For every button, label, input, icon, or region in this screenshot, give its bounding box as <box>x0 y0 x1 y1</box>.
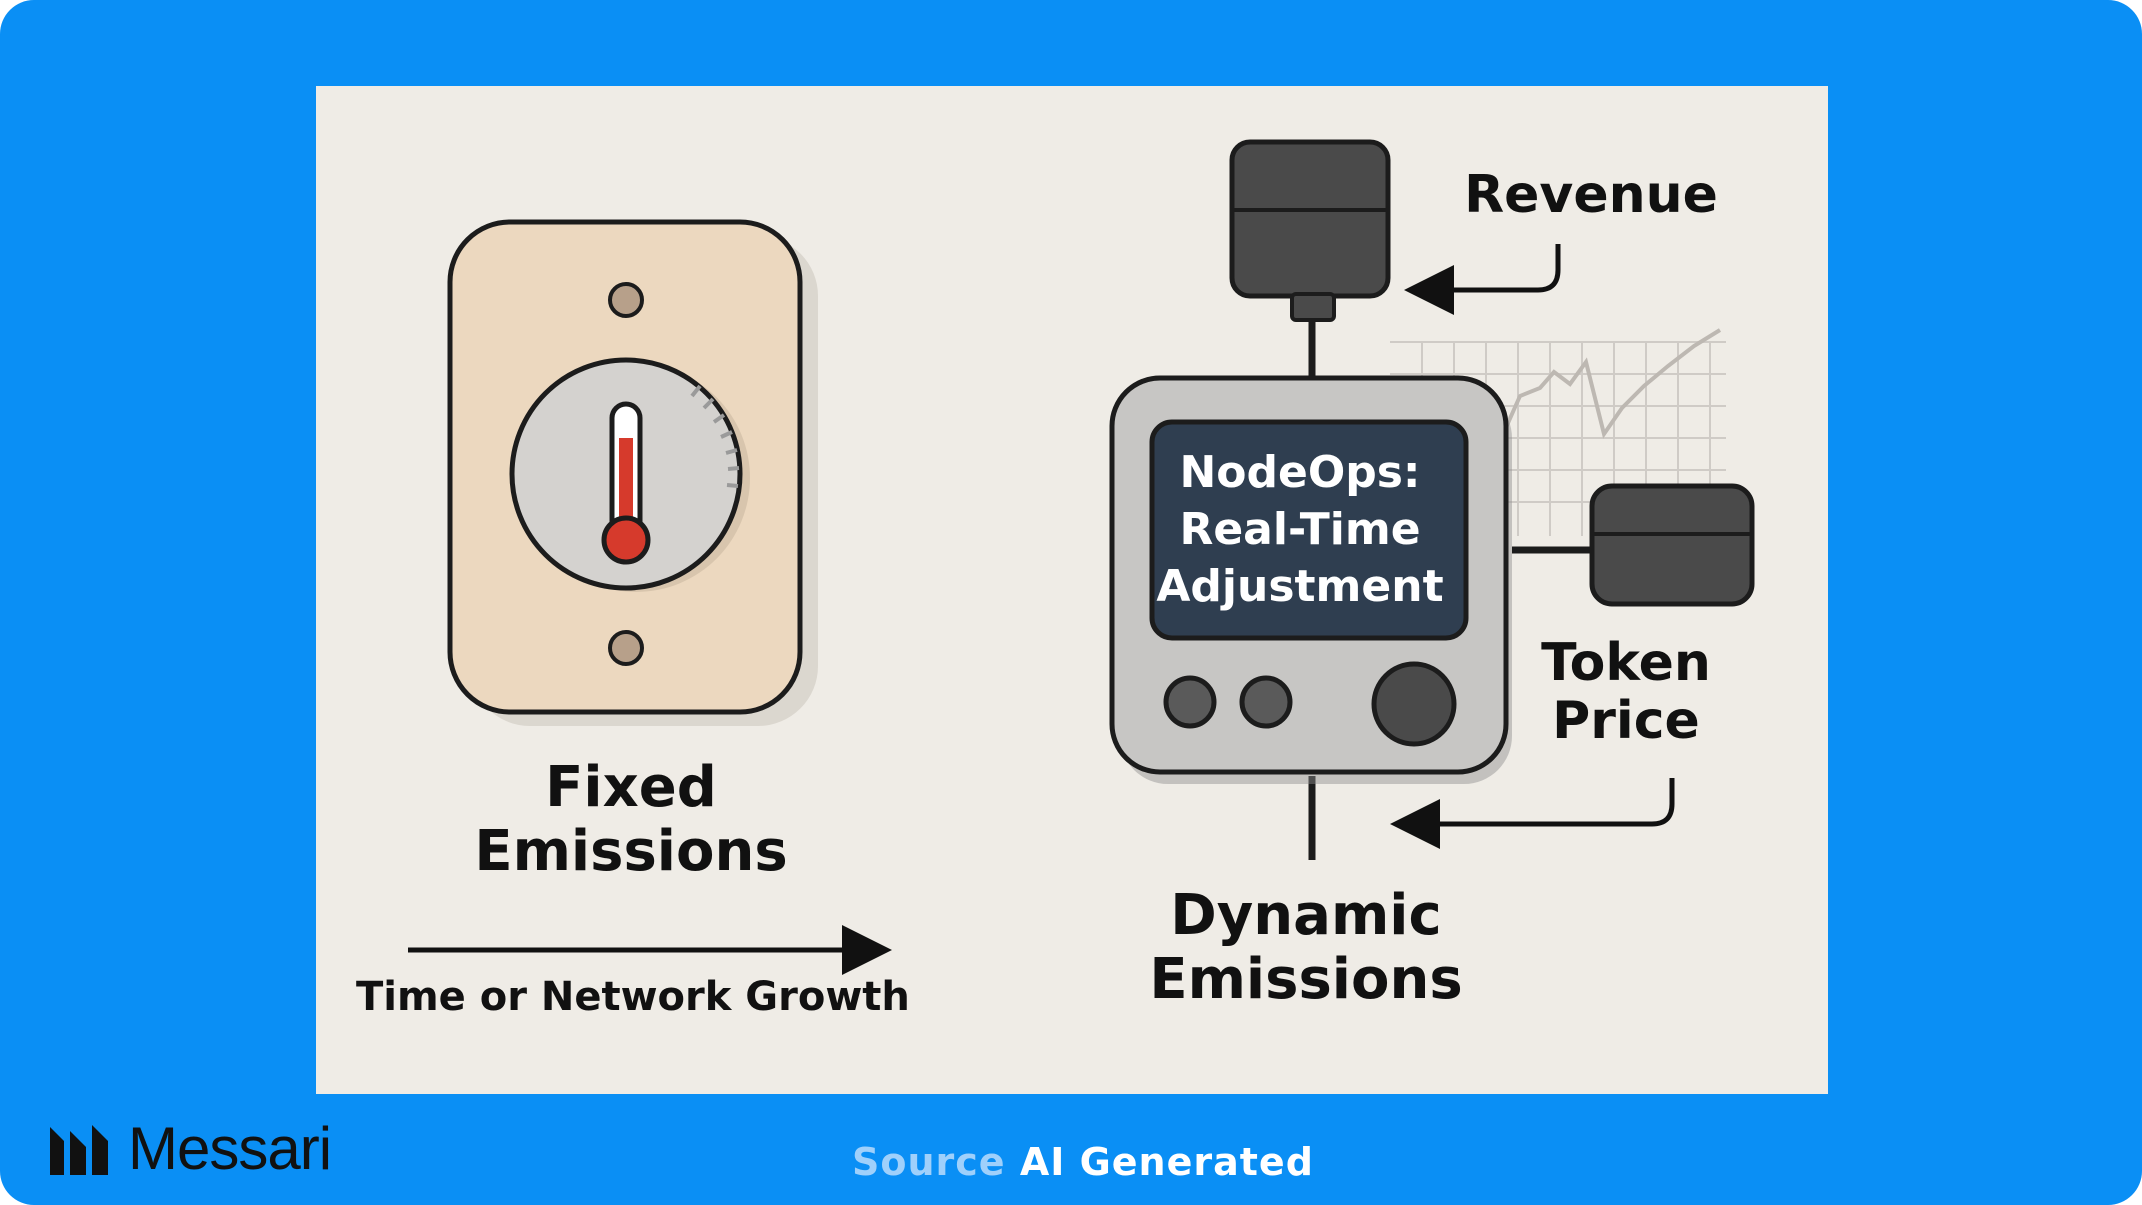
token-price-line-2: Price <box>1552 691 1700 752</box>
source-caption: Source AI Generated <box>852 1140 1314 1184</box>
brand-name: Messari <box>128 1115 332 1182</box>
device-button-1-icon <box>1163 675 1217 729</box>
token-price-label: Token Price <box>1506 633 1746 752</box>
device-button-2-icon <box>1239 675 1293 729</box>
diagram-canvas: Fixed Emissions Time or Network Growth N… <box>316 86 1828 1094</box>
dynamic-emissions-title: Dynamic Emissions <box>1056 883 1556 1013</box>
diagram-artwork <box>408 139 1755 975</box>
screw-top-icon <box>608 282 644 318</box>
device-screen <box>1149 419 1469 641</box>
thermostat-icon <box>447 219 818 726</box>
token-price-arrow <box>1390 778 1675 849</box>
dynamic-emissions-line-2: Emissions <box>1149 947 1463 1013</box>
screen-line-1: NodeOps: <box>1179 447 1421 498</box>
sensor-block-icon-right <box>1589 483 1755 607</box>
screen-line-3: Adjustment <box>1156 561 1444 613</box>
device-screen-text: NodeOps: Real-Time Adjustment <box>1150 444 1450 616</box>
control-device-icon <box>1109 375 1512 784</box>
messari-logo: Messari <box>48 1114 332 1183</box>
token-price-line-1: Token <box>1541 633 1711 693</box>
device-knob-icon <box>1371 661 1457 747</box>
fixed-emissions-line-1: Fixed <box>545 755 717 820</box>
source-key: Source <box>852 1140 1006 1184</box>
time-axis-label: Time or Network Growth <box>356 974 910 1020</box>
revenue-arrow <box>1404 244 1561 315</box>
thermometer-bulb-icon <box>601 515 651 565</box>
fixed-emissions-line-2: Emissions <box>474 819 788 885</box>
dynamic-emissions-line-1: Dynamic <box>1170 883 1442 948</box>
messari-mark-icon <box>50 1124 108 1175</box>
screw-bottom-icon <box>608 630 644 666</box>
source-value: AI Generated <box>1019 1140 1314 1184</box>
sensor-block-icon <box>1229 139 1391 322</box>
fixed-emissions-title: Fixed Emissions <box>316 755 946 885</box>
screen-line-2: Real-Time <box>1179 504 1421 556</box>
revenue-label: Revenue <box>1464 165 1718 225</box>
